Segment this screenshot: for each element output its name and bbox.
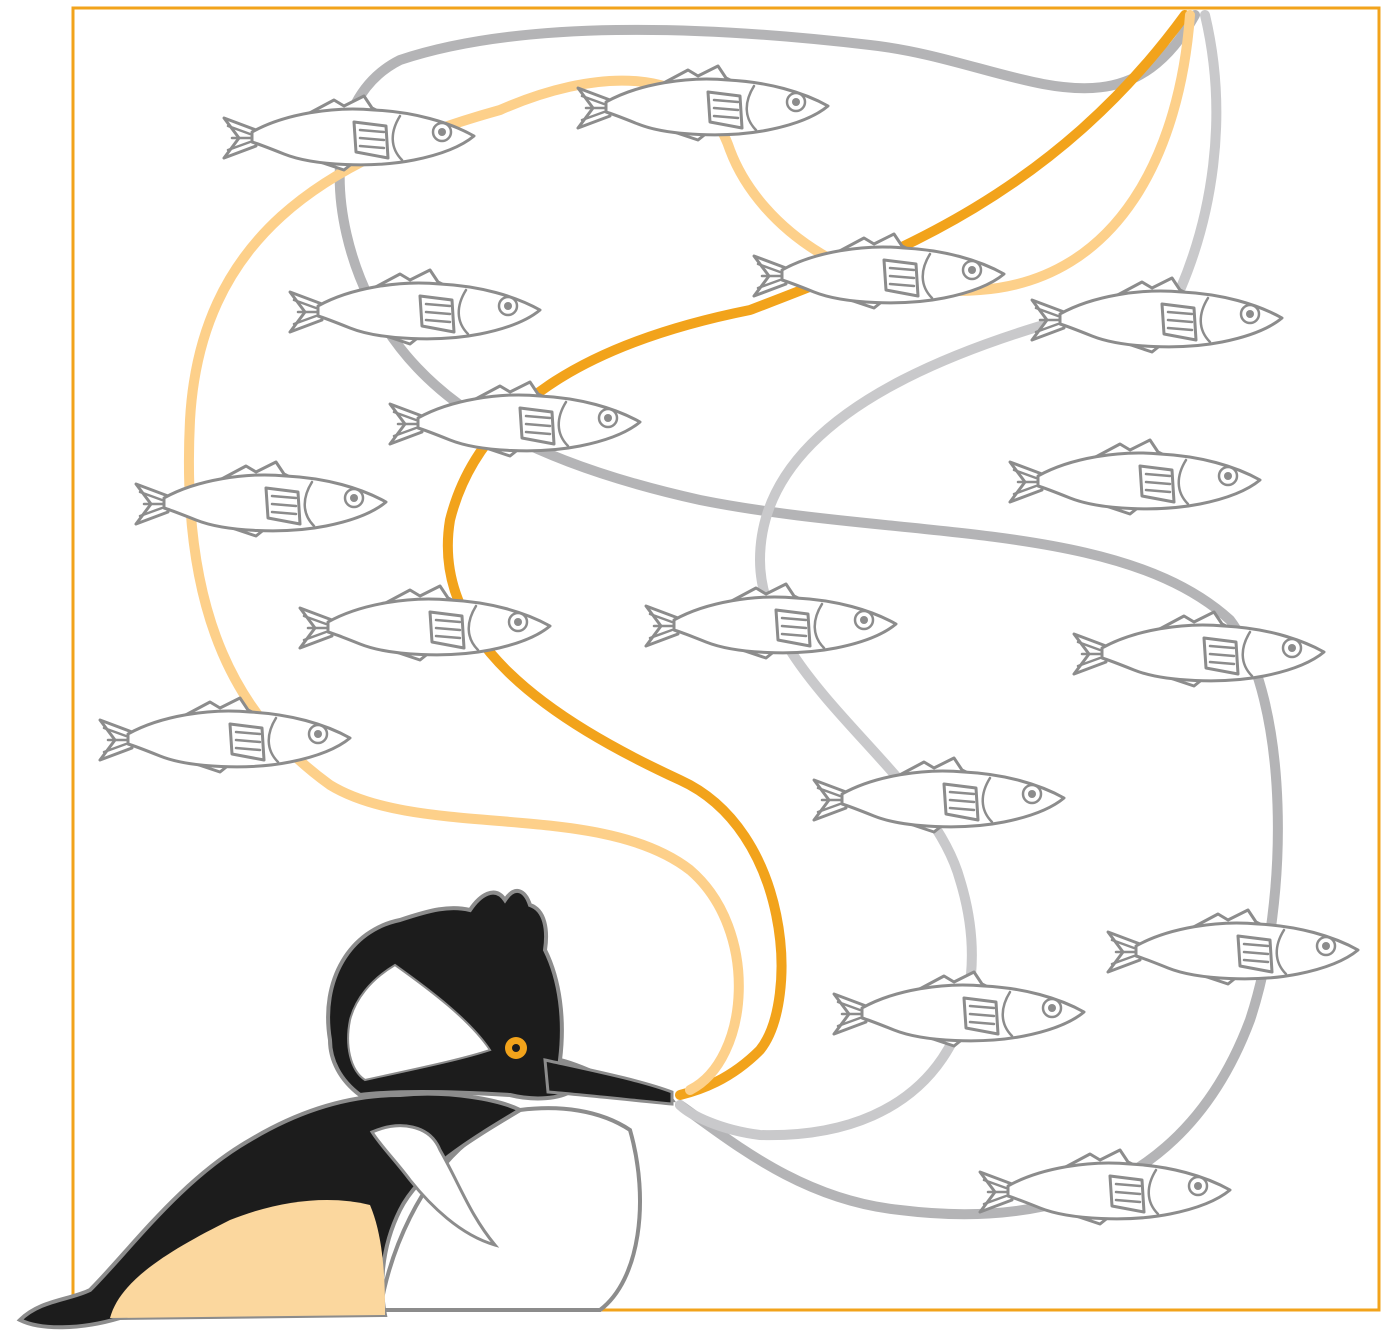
merganser-wing-stripe xyxy=(369,1124,500,1248)
fish-06 xyxy=(388,380,642,458)
merganser-crest-patch xyxy=(347,963,492,1082)
fish-15 xyxy=(832,970,1086,1048)
fish-07 xyxy=(134,460,388,538)
merganser-breast xyxy=(377,1106,642,1312)
merganser-pupil xyxy=(512,1044,520,1052)
hooded-merganser xyxy=(16,889,677,1330)
fish-08 xyxy=(1008,438,1262,516)
frame-border xyxy=(71,6,1381,1312)
fish-01 xyxy=(222,94,476,172)
fish-11 xyxy=(1072,610,1326,688)
fish-12 xyxy=(98,696,352,774)
fish-13 xyxy=(812,756,1066,834)
fish-14 xyxy=(1106,908,1360,986)
fish-03 xyxy=(288,268,542,346)
fish-05 xyxy=(1030,276,1284,354)
path-light-orange-inner xyxy=(184,10,1195,1095)
merganser-bill xyxy=(543,1058,674,1106)
merganser-flank xyxy=(110,1200,385,1318)
path-gray-inner xyxy=(675,10,1222,1141)
fish-09 xyxy=(298,584,552,662)
fish-10 xyxy=(644,582,898,660)
